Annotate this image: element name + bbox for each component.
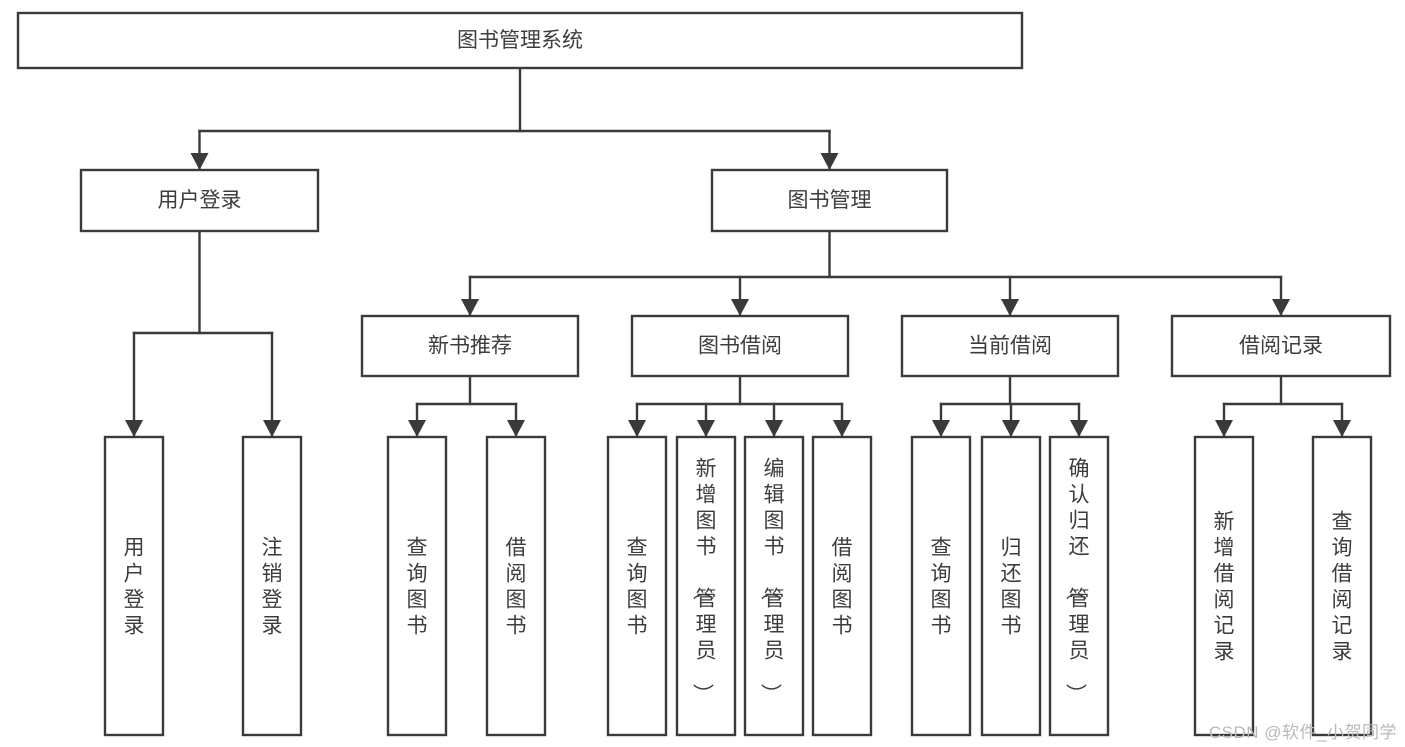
arrow-head-icon [628,420,646,437]
node-leaf-query-book-current[interactable]: 查询图书 [910,435,972,737]
node-label-leaf-borrow-book-rec: 借阅图书 [506,536,527,637]
node-box-leaf-query-book-borrow[interactable] [606,435,668,737]
arrow-head-icon [1002,420,1020,437]
node-box-leaf-edit-book[interactable] [743,435,805,737]
node-label-root: 图书管理系统 [457,29,583,52]
node-box-current-borrow[interactable] [900,314,1120,378]
arrow-head-icon [190,153,209,170]
arrow-head-icon [1333,420,1351,437]
node-label-leaf-query-book-borrow: 查询图书 [627,536,648,637]
node-box-leaf-borrow-book[interactable] [811,435,873,737]
arrow-head-icon [507,420,525,437]
node-box-leaf-query-record[interactable] [1311,435,1373,737]
watermark-text: CSDN @软件_小贺同学 [1208,723,1397,742]
node-book-borrow[interactable]: 图书借阅 [630,314,850,378]
arrow-head-icon [820,153,839,170]
arrow-head-icon [125,420,143,437]
node-box-leaf-logout[interactable] [241,435,303,737]
node-box-leaf-add-record[interactable] [1193,435,1255,737]
node-box-leaf-query-book-rec[interactable] [386,435,448,737]
node-box-book-management[interactable] [710,168,949,233]
node-leaf-borrow-book-rec[interactable]: 借阅图书 [485,435,547,737]
node-root[interactable]: 图书管理系统 [16,11,1024,70]
node-box-leaf-borrow-book-rec[interactable] [485,435,547,737]
node-box-book-borrow[interactable] [630,314,850,378]
node-box-leaf-confirm-return[interactable] [1048,435,1110,737]
arrow-head-icon [1070,420,1088,437]
node-box-borrow-records[interactable] [1170,314,1392,378]
node-leaf-add-book[interactable]: 新增图书（管理员） [675,435,737,737]
arrow-head-icon [408,420,426,437]
arrow-head-icon [263,420,281,437]
node-label-borrow-records: 借阅记录 [1239,335,1323,358]
arrow-head-icon [1215,420,1233,437]
arrow-head-icon [1001,299,1019,316]
node-leaf-borrow-book[interactable]: 借阅图书 [811,435,873,737]
node-label-leaf-borrow-book: 借阅图书 [832,536,853,637]
node-box-leaf-user-login[interactable] [103,435,165,737]
node-label-leaf-return-book: 归还图书 [1001,536,1022,637]
node-box-leaf-return-book[interactable] [980,435,1042,737]
node-label-leaf-edit-book: 编辑图书（管理员） [759,457,785,704]
node-book-management[interactable]: 图书管理 [710,168,949,233]
arrow-head-icon [461,299,479,316]
node-leaf-query-record[interactable]: 查询借阅记录 [1311,435,1373,737]
node-box-new-book-recommend[interactable] [360,314,580,378]
node-leaf-query-book-rec[interactable]: 查询图书 [386,435,448,737]
arrow-head-icon [731,299,749,316]
node-boxes: 图书管理系统用户登录图书管理新书推荐图书借阅当前借阅借阅记录用户登录注销登录查询… [16,11,1392,737]
node-label-leaf-add-record: 新增借阅记录 [1214,510,1235,663]
node-label-leaf-logout: 注销登录 [262,536,283,637]
node-label-leaf-query-book-rec: 查询图书 [407,536,428,637]
node-label-leaf-add-book: 新增图书（管理员） [691,457,717,704]
node-leaf-user-login[interactable]: 用户登录 [103,435,165,737]
node-label-leaf-query-book-current: 查询图书 [931,536,952,637]
node-leaf-query-book-borrow[interactable]: 查询图书 [606,435,668,737]
node-label-user-login: 用户登录 [158,189,242,212]
node-leaf-return-book[interactable]: 归还图书 [980,435,1042,737]
arrow-head-icon [932,420,950,437]
arrow-head-icon [697,420,715,437]
node-new-book-recommend[interactable]: 新书推荐 [360,314,580,378]
arrow-head-icon [1272,299,1290,316]
node-label-leaf-user-login: 用户登录 [124,536,145,637]
node-leaf-confirm-return[interactable]: 确认归还（管理员） [1048,435,1110,737]
node-label-current-borrow: 当前借阅 [968,335,1052,358]
node-user-login[interactable]: 用户登录 [79,168,320,233]
node-box-user-login[interactable] [79,168,320,233]
arrow-head-icon [833,420,851,437]
node-current-borrow[interactable]: 当前借阅 [900,314,1120,378]
node-borrow-records[interactable]: 借阅记录 [1170,314,1392,378]
node-box-leaf-add-book[interactable] [675,435,737,737]
node-label-book-borrow: 图书借阅 [698,335,782,358]
arrow-head-icon [765,420,783,437]
node-leaf-edit-book[interactable]: 编辑图书（管理员） [743,435,805,737]
node-leaf-logout[interactable]: 注销登录 [241,435,303,737]
node-label-leaf-confirm-return: 确认归还（管理员） [1064,457,1090,704]
node-box-root[interactable] [16,11,1024,70]
node-label-book-management: 图书管理 [788,189,872,212]
node-leaf-add-record[interactable]: 新增借阅记录 [1193,435,1255,737]
node-label-new-book-recommend: 新书推荐 [428,335,512,358]
connector-lines [125,66,1351,438]
node-label-leaf-query-record: 查询借阅记录 [1332,510,1353,663]
node-box-leaf-query-book-current[interactable] [910,435,972,737]
